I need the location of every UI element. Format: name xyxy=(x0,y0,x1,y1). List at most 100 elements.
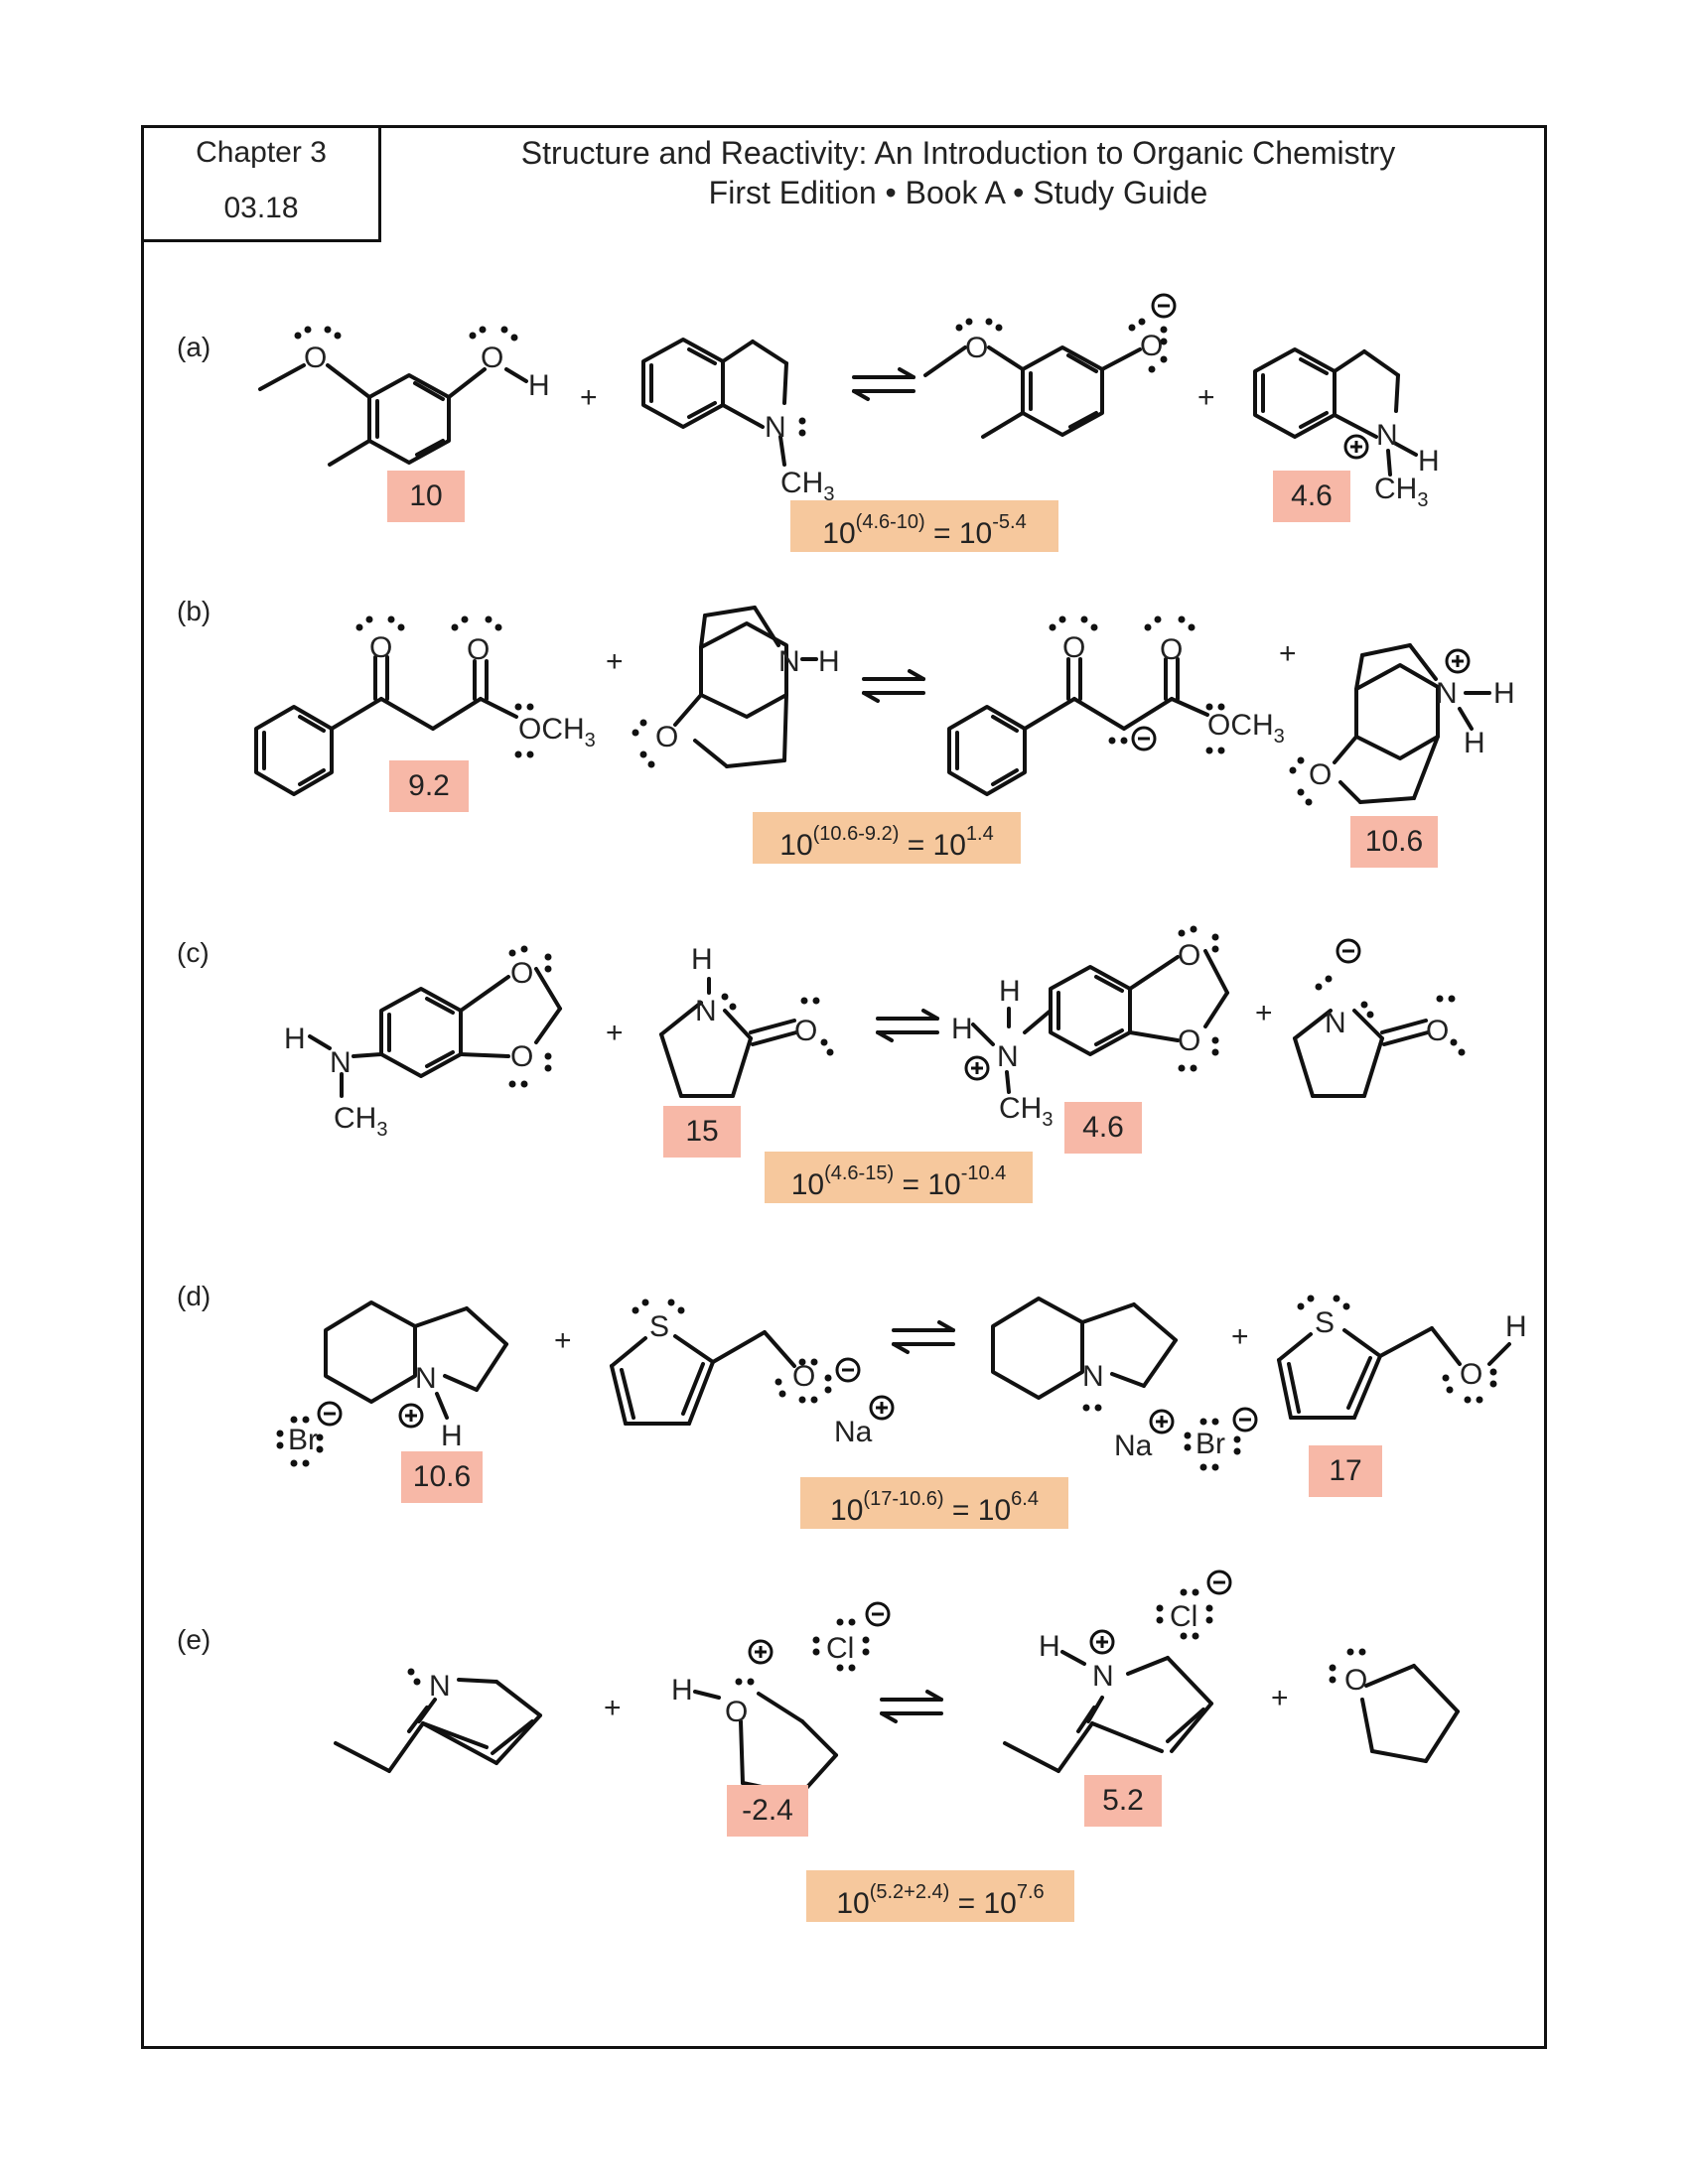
atom-h: H xyxy=(1039,1630,1060,1663)
atom-h: H xyxy=(1493,677,1515,710)
reactant-ammonium-d: N H Br xyxy=(276,1300,508,1467)
atom-n: N xyxy=(1436,677,1458,710)
atom-o: O xyxy=(1178,939,1200,972)
sodium-label: Na xyxy=(834,1416,873,1448)
book-subtitle: First Edition • Book A • Study Guide xyxy=(708,175,1208,210)
equilibrium-arrow-d xyxy=(892,1320,955,1354)
reactant-alkoxide-d: S O Na xyxy=(610,1298,895,1448)
methoxy-label: OCH3 xyxy=(1207,709,1285,748)
chloride-label: Cl xyxy=(826,1632,854,1665)
atom-o: O xyxy=(369,631,392,664)
plus-sign: + xyxy=(606,1017,624,1049)
atom-o: O xyxy=(510,957,533,990)
atom-o: O xyxy=(1178,1024,1200,1057)
atom-o: O xyxy=(1460,1358,1482,1391)
atom-h: H xyxy=(999,975,1021,1008)
atom-o: O xyxy=(1309,758,1332,791)
product-pyrrolinium-e: H N Cl xyxy=(1003,1570,1232,1773)
atom-o: O xyxy=(304,341,327,374)
plus-sign: + xyxy=(1271,1682,1289,1714)
book-title: Structure and Reactivity: An Introductio… xyxy=(520,135,1396,171)
atom-o: O xyxy=(965,332,988,364)
reactant-oxonium-e: H O Cl xyxy=(671,1601,891,1797)
equilibrium-arrow-a xyxy=(852,367,915,401)
plus-sign: + xyxy=(606,645,624,678)
product-lactam-anion-c: N O xyxy=(1293,938,1466,1098)
atom-o: O xyxy=(1426,1015,1449,1047)
reactant-amine-b: N H O xyxy=(632,606,840,768)
section-number: 03.18 xyxy=(223,192,299,224)
product-alcohol-d: S O H xyxy=(1277,1295,1527,1420)
atom-n: N xyxy=(1082,1360,1104,1393)
chapter-box: Chapter 3 03.18 xyxy=(141,125,381,242)
atom-o: O xyxy=(792,1360,815,1393)
page-frame xyxy=(141,125,1547,2049)
pka-box-e-right: 5.2 xyxy=(1084,1775,1162,1827)
methyl-label: CH3 xyxy=(999,1092,1053,1131)
atom-s: S xyxy=(1315,1306,1335,1339)
product-phenoxide-a: O O xyxy=(923,293,1177,439)
keq-box-a: 10(4.6-10) = 10-5.4 xyxy=(790,500,1058,552)
pka-box-b-left: 9.2 xyxy=(389,760,469,812)
bromide-label: Br xyxy=(288,1424,318,1456)
atom-n: N xyxy=(997,1040,1019,1073)
equilibrium-arrow-c xyxy=(876,1009,939,1042)
plus-sign: + xyxy=(1255,997,1273,1029)
chapter-label: Chapter 3 xyxy=(196,136,327,169)
atom-h: H xyxy=(1464,727,1485,759)
atom-h: H xyxy=(284,1023,306,1055)
plus-sign: + xyxy=(604,1692,622,1724)
problem-label-d: (d) xyxy=(177,1281,211,1311)
pka-box-d-right: 17 xyxy=(1309,1445,1382,1497)
atom-h: H xyxy=(818,645,840,678)
atom-h: H xyxy=(951,1013,973,1045)
methoxy-label: OCH3 xyxy=(518,713,596,751)
atom-n: N xyxy=(1325,1007,1346,1039)
reactant-aniline-c: O O N H CH3 xyxy=(284,945,562,1141)
pka-box-a-right: 4.6 xyxy=(1273,471,1350,522)
reactant-pyrroline-e: N xyxy=(334,1668,542,1773)
atom-n: N xyxy=(695,995,717,1027)
problem-label-a: (a) xyxy=(177,332,211,362)
atom-o: O xyxy=(1344,1664,1367,1697)
atom-n: N xyxy=(765,411,786,444)
keq-box-b: 10(10.6-9.2) = 101.4 xyxy=(753,812,1021,864)
pka-box-a-left: 10 xyxy=(387,471,465,522)
plus-sign: + xyxy=(1231,1320,1249,1353)
sodium-bromide-d: Na Br xyxy=(1114,1407,1258,1471)
atom-n: N xyxy=(1376,419,1398,452)
problem-label-e: (e) xyxy=(177,1624,211,1655)
sodium-label: Na xyxy=(1114,1430,1153,1462)
pka-box-c-right: 4.6 xyxy=(1064,1102,1142,1154)
keq-box-e: 10(5.2+2.4) = 107.6 xyxy=(806,1870,1074,1922)
atom-o: O xyxy=(655,721,678,753)
plus-sign: + xyxy=(1279,637,1297,670)
product-ammonium-b: N H H O xyxy=(1289,643,1515,806)
methyl-label: CH3 xyxy=(780,467,834,505)
pka-box-b-right: 10.6 xyxy=(1350,816,1438,868)
plus-sign: + xyxy=(554,1324,572,1357)
product-indolinium-a: N H CH3 xyxy=(1253,347,1440,511)
product-anilinium-c: O O H H N CH3 xyxy=(951,925,1229,1131)
methyl-label: CH3 xyxy=(1374,473,1428,511)
atom-o: O xyxy=(481,341,503,374)
atom-n: N xyxy=(330,1046,352,1079)
atom-n: N xyxy=(778,645,800,678)
pka-box-e-left: -2.4 xyxy=(727,1785,808,1837)
problem-label-b: (b) xyxy=(177,596,211,626)
problem-label-c: (c) xyxy=(177,937,210,968)
chloride-label: Cl xyxy=(1170,1600,1197,1633)
pka-box-d-left: 10.6 xyxy=(401,1451,483,1503)
reactant-ketoester-b: O O OCH3 xyxy=(254,615,596,796)
methyl-label: CH3 xyxy=(334,1102,387,1141)
atom-n: N xyxy=(415,1362,437,1395)
atom-h: H xyxy=(528,369,550,402)
atom-o: O xyxy=(725,1696,748,1728)
plus-sign: + xyxy=(1197,381,1215,414)
keq-box-d: 10(17-10.6) = 106.4 xyxy=(800,1477,1068,1529)
atom-h: H xyxy=(1505,1310,1527,1343)
atom-o: O xyxy=(510,1040,533,1073)
atom-h: H xyxy=(441,1420,463,1452)
plus-sign: + xyxy=(580,381,598,414)
